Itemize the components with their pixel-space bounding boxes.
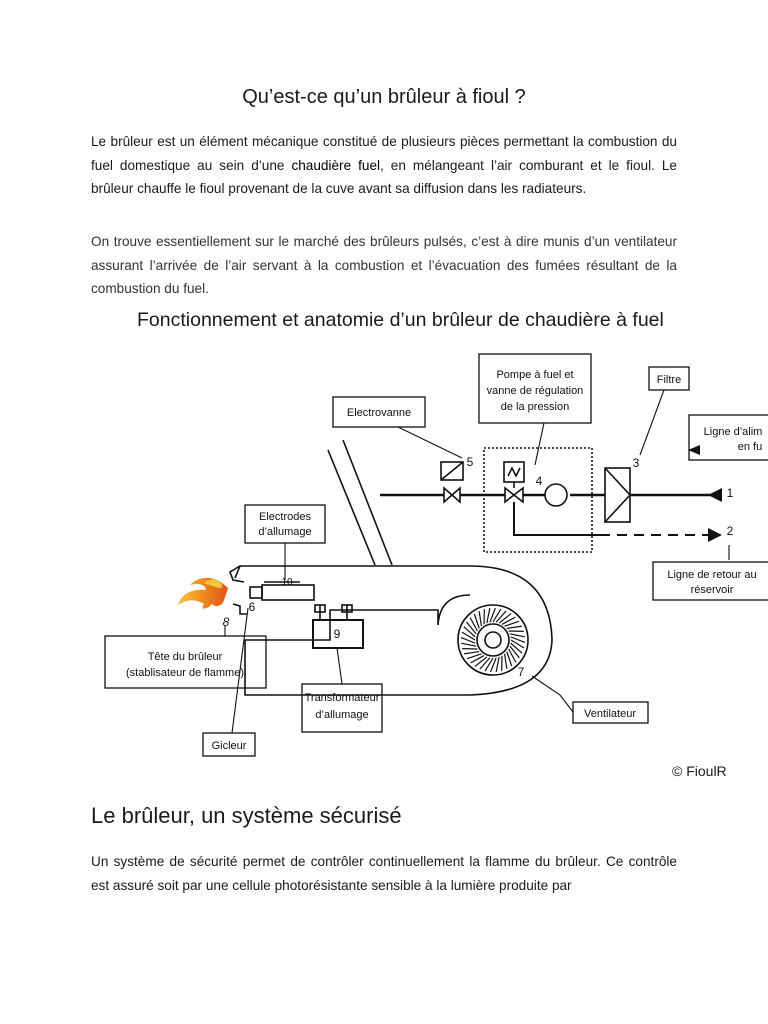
chaudiere-fuel-link[interactable]: chaudière fuel (291, 157, 381, 173)
fan-blade (466, 653, 482, 660)
electrovanne-label: Electrovanne (347, 407, 411, 419)
supply-line-label-1: Ligne d’alim (704, 426, 763, 438)
electrovanne-solenoid (440, 461, 464, 481)
pump-dotted-frame (483, 447, 593, 553)
fan-blade (503, 653, 508, 669)
number-9: 9 (334, 627, 341, 641)
intro-text-start: Le brûleur est un élément mécanique cons… (91, 134, 677, 173)
filtre-label: Filtre (657, 374, 681, 386)
number-5: 5 (467, 455, 474, 469)
fan-hub (476, 623, 510, 657)
diagram-copyright: © FioulR (672, 763, 727, 779)
return-label-box (652, 561, 768, 601)
pump-label-box (478, 353, 592, 424)
fan-blade (510, 636, 526, 643)
duct-line-left (327, 449, 376, 566)
transformer-label-2: d’allumage (315, 709, 368, 721)
supply-line-label-2: en fu (738, 441, 762, 453)
svg-text:vanne de régulation: vanne de régulation (487, 385, 584, 397)
electrovanne-label-box (332, 396, 426, 428)
return-arrow (708, 528, 722, 542)
fan-blade (495, 610, 507, 623)
fan-blade (484, 657, 494, 672)
burner-diagram: Pompe à fuel et vanne de régulation de l… (104, 353, 768, 757)
fan-blade (478, 611, 483, 627)
transformer-box (312, 619, 364, 649)
fan-blade (501, 616, 516, 625)
return-line-label-1: Ligne de retour au (667, 569, 756, 581)
supply-arrow (708, 488, 722, 502)
number-3: 3 (633, 456, 640, 470)
fan-blade (461, 631, 476, 641)
duct-line-right (342, 439, 393, 566)
svg-text:de la pression: de la pression (501, 401, 570, 413)
tete-label-1: Tête du brûleur (148, 651, 223, 663)
filter-box (604, 467, 631, 523)
fan-blade (506, 651, 513, 667)
security-paragraph: Un système de sécurité permet de contrôl… (91, 854, 677, 893)
burner-housing (234, 565, 553, 696)
number-8: 8 (223, 615, 230, 629)
burner-nozzle-bottom (232, 603, 247, 615)
fan-blade (489, 607, 496, 623)
fan-blade (498, 613, 512, 624)
ventilateur-label: Ventilateur (584, 708, 636, 720)
fan-outer (457, 604, 529, 676)
gicleur-label-box (202, 732, 256, 757)
number-10: 10 (281, 577, 293, 588)
supply-label-box (688, 414, 768, 461)
number-4: 4 (536, 474, 543, 488)
fan-blade (508, 648, 517, 663)
filter-label-box (648, 366, 690, 391)
ventilateur-label-box (572, 701, 649, 724)
fan-blade (490, 657, 497, 673)
flame-icon (178, 577, 228, 609)
diagram-title: Fonctionnement et anatomie d’un brûleur … (137, 309, 664, 331)
regulation-valve (504, 486, 524, 504)
nozzle-tip (249, 586, 263, 599)
number-2: 2 (727, 524, 734, 538)
fan-blade (473, 613, 480, 629)
transformer-label-1: Transformateur (305, 692, 380, 704)
electrovanne-valve (443, 486, 461, 504)
fan-blade (470, 655, 485, 664)
number-1: 1 (727, 486, 734, 500)
page-title: Qu’est-ce qu’un brûleur à fioul ? (242, 86, 526, 108)
tete-label-box (104, 635, 267, 689)
fan-blade (510, 642, 523, 654)
gicleur-label: Gicleur (212, 740, 247, 752)
fan-blade (509, 633, 525, 638)
svg-text:Pompe à fuel et: Pompe à fuel et (496, 369, 573, 381)
fan-blade (461, 642, 477, 647)
tete-label-2: (stablisateur de flamme) (126, 667, 244, 679)
fan-blade (463, 626, 476, 638)
fan-blade (486, 608, 491, 624)
fan-blade (469, 617, 478, 632)
fan-blade (495, 656, 500, 672)
fan-blade (474, 656, 488, 667)
intro-paragraph: Le brûleur est un élément mécanique cons… (91, 130, 677, 201)
fan-blade (479, 657, 491, 670)
return-line-solid (513, 502, 600, 536)
electrodes-label-2: d’allumage (258, 526, 311, 538)
fan-blade (506, 625, 522, 630)
burner-nozzle-top (229, 565, 245, 583)
pump-symbol (544, 483, 568, 507)
pulsed-burners-paragraph: On trouve essentiellement sur le marché … (91, 234, 677, 296)
number-6: 6 (249, 600, 256, 614)
number-7: 7 (518, 665, 525, 679)
fan-blade (492, 608, 502, 623)
fan-blade (466, 621, 477, 635)
electrodes-label-1: Electrodes (259, 511, 311, 523)
intro-text-end: , en mélangeant l’air comburant et le fi… (91, 157, 677, 197)
section-heading: Le brûleur, un système sécurisé (91, 803, 402, 828)
fan-center (484, 631, 502, 649)
fan-blade (460, 637, 476, 644)
fan-blade (464, 650, 480, 655)
fan-blade (510, 639, 525, 649)
fan-blade (509, 645, 520, 659)
return-line-label-2: réservoir (691, 584, 734, 596)
fan-blade (504, 620, 520, 627)
